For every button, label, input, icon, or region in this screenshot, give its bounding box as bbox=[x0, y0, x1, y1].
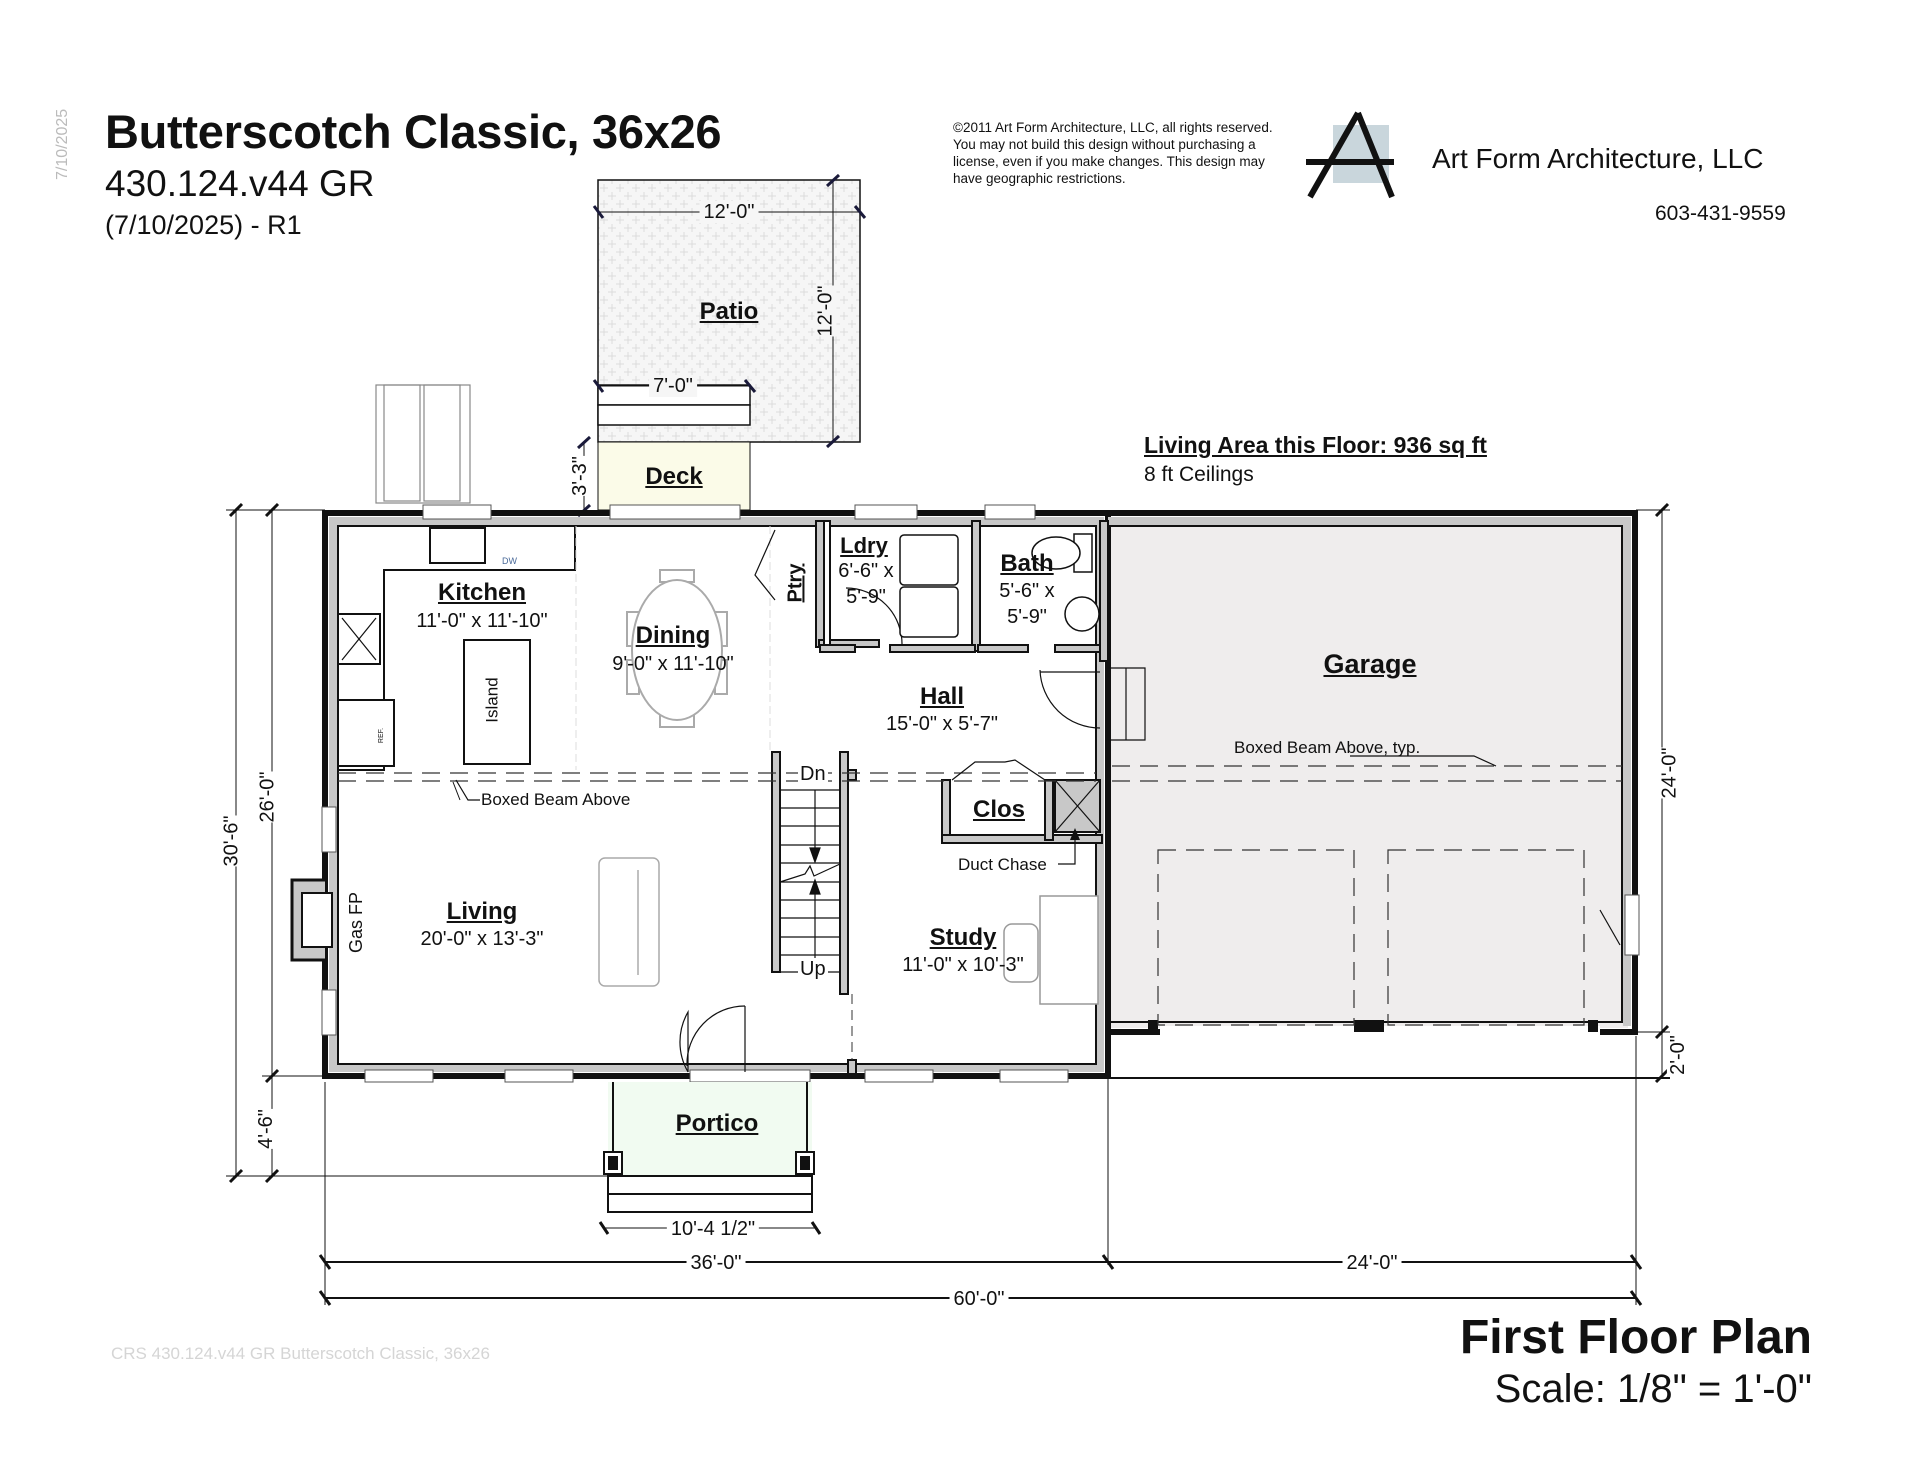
bath-fixtures bbox=[1031, 533, 1100, 632]
dim-house-depth: 26'-0" bbox=[256, 771, 279, 823]
dim-house-width: 36'-0" bbox=[686, 1252, 746, 1274]
plan-scale: Scale: 1/8" = 1'-0" bbox=[1494, 1367, 1812, 1411]
living-area-summary: Living Area this Floor: 936 sq ft bbox=[1144, 432, 1487, 458]
room-size-laundry-1: 6'-6" x bbox=[838, 560, 894, 582]
deck bbox=[597, 441, 751, 511]
stairs-down-label: Dn bbox=[798, 763, 828, 786]
fireplace bbox=[290, 878, 333, 962]
room-label-deck: Deck bbox=[645, 463, 703, 490]
room-size-living: 20'-0" x 13'-3" bbox=[420, 928, 544, 950]
dim-deck-depth: 3'-3" bbox=[568, 456, 591, 496]
room-label-portico: Portico bbox=[675, 1110, 759, 1137]
sofa bbox=[598, 857, 660, 987]
study-desk bbox=[1003, 895, 1099, 1005]
staircase bbox=[776, 789, 841, 973]
revision-date: (7/10/2025) - R1 bbox=[105, 210, 302, 240]
room-label-kitchen: Kitchen bbox=[437, 579, 527, 606]
dim-patio-depth: 12'-0" bbox=[814, 285, 837, 337]
room-label-laundry: Ldry bbox=[840, 533, 888, 558]
kitchen-cabinets bbox=[337, 525, 576, 771]
room-label-closet: Clos bbox=[972, 796, 1026, 823]
boxed-beam-garage-note: Boxed Beam Above, typ. bbox=[1234, 738, 1421, 757]
room-label-hall: Hall bbox=[919, 683, 965, 710]
dining-table bbox=[626, 569, 728, 728]
room-size-kitchen: 11'-0" x 11'-10" bbox=[416, 610, 548, 632]
dim-garage-width: 24'-0" bbox=[1342, 1252, 1402, 1274]
letter-a-triangle-logo bbox=[1306, 111, 1395, 199]
garage-floor bbox=[1108, 520, 1628, 1028]
doors bbox=[679, 529, 1621, 1073]
room-label-living: Living bbox=[446, 898, 518, 925]
plan-title: Butterscotch Classic, 36x26 bbox=[105, 105, 722, 158]
dim-garage-offset: 2'-0" bbox=[1666, 1035, 1689, 1075]
room-size-study: 11'-0" x 10'-3" bbox=[902, 954, 1024, 976]
fireplace-label: Gas FP bbox=[346, 891, 367, 954]
ceiling-height: 8 ft Ceilings bbox=[1144, 463, 1254, 486]
room-size-laundry-2: 5'-9" bbox=[846, 586, 886, 608]
company-name: Art Form Architecture, LLC bbox=[1432, 143, 1764, 174]
room-size-dining: 9'-0" x 11'-10" bbox=[612, 653, 734, 675]
room-label-pantry: Ptry bbox=[784, 563, 807, 603]
room-size-hall: 15'-0" x 5'-7" bbox=[886, 713, 998, 735]
footer-watermark: CRS 430.124.v44 GR Butterscotch Classic,… bbox=[111, 1344, 490, 1363]
dim-patio-width: 12'-0" bbox=[699, 201, 759, 223]
washer-dryer bbox=[899, 534, 959, 638]
refrigerator-label: REF. bbox=[378, 727, 386, 744]
duct-chase-note: Duct Chase bbox=[958, 855, 1047, 874]
dim-overall-width: 60'-0" bbox=[949, 1288, 1009, 1310]
dim-garage-depth: 24'-0" bbox=[1658, 747, 1681, 799]
room-label-garage: Garage bbox=[1323, 649, 1417, 679]
room-label-patio: Patio bbox=[699, 298, 759, 325]
room-label-study: Study bbox=[929, 924, 997, 951]
copyright-notice: ©2011 Art Form Architecture, LLC, all ri… bbox=[953, 120, 1273, 186]
portico bbox=[603, 1082, 815, 1213]
boxed-beam-note: Boxed Beam Above bbox=[481, 790, 631, 809]
island-label: Island bbox=[482, 677, 502, 723]
dishwasher-label: DW bbox=[502, 556, 517, 566]
refrigerator-outline-exterior bbox=[375, 384, 471, 504]
dim-patio-steps: 7'-0" bbox=[649, 375, 697, 397]
room-size-bath-2: 5'-9" bbox=[1007, 606, 1047, 628]
room-size-bath-1: 5'-6" x bbox=[999, 580, 1055, 602]
plan-number: 430.124.v44 GR bbox=[105, 163, 375, 204]
plan-heading: First Floor Plan bbox=[1459, 1311, 1812, 1364]
date-stamp: 7/10/2025 bbox=[54, 108, 71, 180]
dim-portico-width: 10'-4 1/2" bbox=[666, 1218, 760, 1240]
company-phone: 603-431-9559 bbox=[1655, 202, 1786, 225]
room-label-dining: Dining bbox=[635, 622, 711, 649]
dim-portico-depth: 4'-6" bbox=[254, 1109, 277, 1149]
dim-overall-depth: 30'-6" bbox=[220, 815, 243, 867]
stairs-up-label: Up bbox=[798, 958, 828, 981]
room-label-bath: Bath bbox=[1000, 550, 1054, 577]
